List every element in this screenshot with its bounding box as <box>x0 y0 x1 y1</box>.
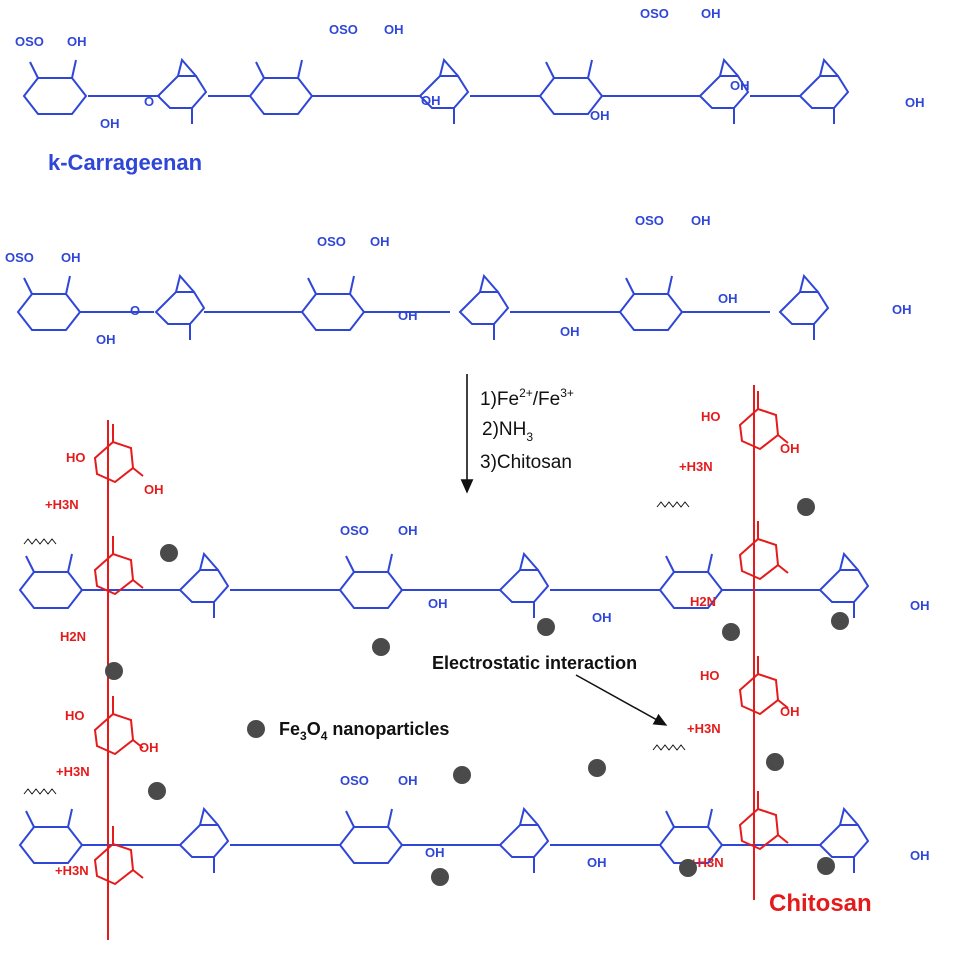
hydroxyl-label: OH <box>139 740 159 755</box>
reaction-arrow-group: 1)Fe2+/Fe3+ 2)NH3 3)Chitosan <box>460 374 574 494</box>
reaction-step-3: 3)Chitosan <box>480 452 572 473</box>
sulfate-label: OSO <box>640 6 669 21</box>
reaction-step-2: 2)NH3 <box>482 419 533 444</box>
hydroxyl-label: OH <box>370 234 390 249</box>
nanoparticle <box>148 782 166 800</box>
hydroxyl-label: OH <box>560 324 580 339</box>
hydroxyl-label: OH <box>398 308 418 323</box>
oxygen-label: O <box>144 94 154 109</box>
hydroxyl-label: OH <box>718 291 738 306</box>
hydroxyl-label: HO <box>65 708 85 723</box>
sulfate-label: OSO <box>329 22 358 37</box>
nanoparticle <box>766 753 784 771</box>
ammonium-label: +H3N <box>690 855 724 870</box>
amine-label: H2N <box>60 629 86 644</box>
nanoparticle <box>537 618 555 636</box>
nanoparticle <box>247 720 265 738</box>
hydroxyl-label: OH <box>61 250 81 265</box>
carrageenan-chain-lower: OSO OH OH OH OH OSO OH OH OH OH <box>19 523 930 874</box>
chitosan-label: Chitosan <box>769 890 872 917</box>
sulfate-label: OSO <box>5 250 34 265</box>
hydroxyl-label: HO <box>700 668 720 683</box>
interaction-annotation: Electrostatic interaction Fe3O4 nanopart… <box>279 653 668 743</box>
ammonium-label: +H3N <box>679 459 713 474</box>
hydroxyl-label: OH <box>780 441 800 456</box>
hydroxyl-label: OH <box>144 482 164 497</box>
hydroxyl-label: OH <box>892 302 912 317</box>
nanoparticle <box>431 868 449 886</box>
hydroxyl-label: OH <box>780 704 800 719</box>
hydroxyl-label: OH <box>587 855 607 870</box>
oxygen-label: O <box>130 303 140 318</box>
reaction-step-1: 1)Fe2+/Fe3+ <box>480 386 574 410</box>
hydroxyl-label: OH <box>398 523 418 538</box>
sulfate-label: OSO <box>340 773 369 788</box>
nanoparticle <box>797 498 815 516</box>
hydroxyl-label: OH <box>910 598 930 613</box>
sulfate-label: OSO <box>635 213 664 228</box>
hydroxyl-label: OH <box>691 213 711 228</box>
nanoparticle <box>105 662 123 680</box>
hydroxyl-label: OH <box>730 78 750 93</box>
carrageenan-chain-middle: OSO OH OH O OSO OH OH OH OSO OH OH OH <box>5 213 912 347</box>
interaction-marks <box>23 501 690 795</box>
hydroxyl-label: OH <box>67 34 87 49</box>
interaction-arrow <box>575 674 668 726</box>
hydroxyl-label: OH <box>398 773 418 788</box>
ammonium-label: +H3N <box>55 863 89 878</box>
chitosan-chain-right: HO OH +H3N H2N HO OH +H3N +H3N Chitosan <box>679 385 872 917</box>
nanoparticles-label: Fe3O4 nanoparticles <box>279 719 449 743</box>
ammonium-label: +H3N <box>687 721 721 736</box>
hydroxyl-label: OH <box>590 108 610 123</box>
nanoparticle <box>831 612 849 630</box>
hydroxyl-label: OH <box>100 116 120 131</box>
hydroxyl-label: OH <box>910 848 930 863</box>
nanoparticle <box>372 638 390 656</box>
amine-label: H2N <box>690 594 716 609</box>
hydroxyl-label: OH <box>425 845 445 860</box>
hydroxyl-label: OH <box>701 6 721 21</box>
nanoparticle <box>722 623 740 641</box>
electrostatic-label: Electrostatic interaction <box>432 653 637 673</box>
hydroxyl-label: OH <box>421 93 441 108</box>
sulfate-label: OSO <box>317 234 346 249</box>
sulfate-label: OSO <box>15 34 44 49</box>
sulfate-label: OSO <box>340 523 369 538</box>
nanoparticle <box>160 544 178 562</box>
hydroxyl-label: OH <box>592 610 612 625</box>
nanoparticle <box>817 857 835 875</box>
chitosan-chain-left: HO OH +H3N H2N HO OH +H3N +H3N <box>45 420 164 940</box>
hydroxyl-label: HO <box>701 409 721 424</box>
carrageenan-label: k-Carrageenan <box>48 150 202 175</box>
hydroxyl-label: OH <box>905 95 925 110</box>
ammonium-label: +H3N <box>56 764 90 779</box>
hydroxyl-label: HO <box>66 450 86 465</box>
nanoparticle <box>588 759 606 777</box>
nanoparticle <box>453 766 471 784</box>
nanoparticle <box>679 859 697 877</box>
carrageenan-chain-top: OSO OH OH O OSO OH OH OH OSO OH OH OH k-… <box>15 6 925 175</box>
hydroxyl-label: OH <box>428 596 448 611</box>
ammonium-label: +H3N <box>45 497 79 512</box>
nanoparticles <box>105 498 849 886</box>
hydroxyl-label: OH <box>96 332 116 347</box>
hydroxyl-label: OH <box>384 22 404 37</box>
